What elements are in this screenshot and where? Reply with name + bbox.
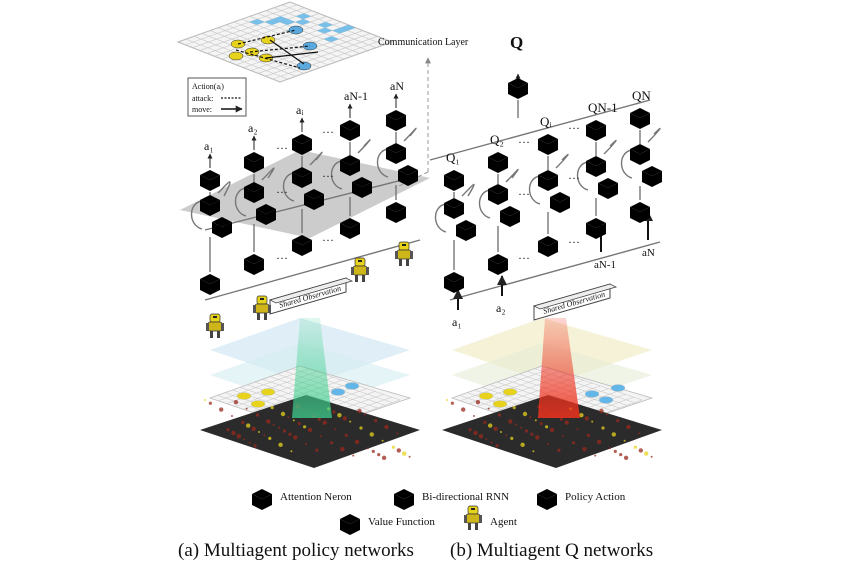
observation-layers-left <box>200 318 420 468</box>
caption-q-networks: (b) Multiagent Q networks <box>450 540 654 561</box>
policy-dots-1: ··· <box>276 251 288 265</box>
q-total-label: Q <box>510 33 523 52</box>
q-value-function-3 <box>538 134 558 155</box>
legend-policy-action-label: Policy Action <box>565 491 626 503</box>
policy-output-label-2: a₂ <box>248 121 258 135</box>
policy-dots-3: ··· <box>276 185 288 199</box>
policy-action-3 <box>292 134 312 155</box>
q-value-function-1 <box>444 170 464 191</box>
communication-layer-label: Communication Layer <box>378 37 469 48</box>
policy-action-4 <box>340 120 360 141</box>
q-dots-5: ··· <box>518 135 530 149</box>
legend-policy-action-icon <box>537 489 557 510</box>
q-input-label-1: a₁ <box>452 315 462 329</box>
legend-attention-label: Attention Neron <box>280 491 352 503</box>
q-birnn-back-3 <box>550 192 570 213</box>
action-legend-title: Action(aᵢ) <box>192 82 224 91</box>
policy-dots-4: ··· <box>322 169 334 183</box>
agent-n-1 <box>351 257 369 282</box>
action-legend-move: move: <box>192 105 212 114</box>
q-value-label-5: QN <box>632 88 651 103</box>
q-birnn-back-1 <box>456 220 476 241</box>
legend-attention-icon <box>252 489 272 510</box>
agents <box>206 241 413 338</box>
legend-value-function-icon <box>340 514 360 535</box>
legend-agent-sprite <box>464 505 482 530</box>
q-dots-3: ··· <box>518 187 530 201</box>
agent-2 <box>253 295 271 320</box>
legend-agent-label: Agent <box>490 516 517 528</box>
legend-birnn-icon <box>394 489 414 510</box>
legend-agent-icon <box>464 505 482 530</box>
q-birnn-front-5 <box>630 144 650 165</box>
communication-layer-link: Communication Layer <box>378 37 469 189</box>
q-birnn-front-4 <box>586 156 606 177</box>
q-value-label-3: Qᵢ <box>540 114 552 129</box>
q-network: Q₁ Q₂ Qᵢ QN-1 QN Qa₁ a₂ aN-1 aN ··· ··· ··· ··· ··· ··… <box>429 33 662 329</box>
q-value-function-5 <box>630 108 650 129</box>
observation-layers-right <box>442 318 662 468</box>
q-value-function-2 <box>488 152 508 173</box>
q-dots-6: ··· <box>568 121 580 135</box>
agent-n <box>395 241 413 266</box>
q-birnn-back-4 <box>598 178 618 199</box>
policy-dots-5: ··· <box>276 141 288 155</box>
q-value-function-4 <box>586 120 606 141</box>
policy-output-label-1: a₁ <box>204 139 214 153</box>
q-input-label-n-1: aN-1 <box>594 259 616 271</box>
policy-action-5 <box>386 110 406 131</box>
legend-value-function-label: Value Function <box>368 516 435 528</box>
q-attention-neuron-2 <box>488 254 508 275</box>
q-input-label-n: aN <box>642 247 655 259</box>
q-input-label-2: a₂ <box>496 301 506 315</box>
q-value-label-4: QN-1 <box>588 100 618 115</box>
action-legend-attack: attack: <box>192 94 213 103</box>
q-total-value-function <box>508 78 528 99</box>
policy-output-label-5: aN <box>390 79 404 93</box>
birnn-front-5 <box>386 143 406 164</box>
policy-action-1 <box>200 170 220 191</box>
action-legend-box: Action(aᵢ) attack: move: <box>187 77 247 117</box>
agent-1 <box>206 313 224 338</box>
q-birnn-front-3 <box>538 170 558 191</box>
attention-neuron-2 <box>244 254 264 275</box>
attention-neuron-3 <box>292 235 312 256</box>
q-value-label-2: Q₂ <box>490 132 504 147</box>
q-dots-4: ··· <box>568 171 580 185</box>
legend-birnn-label: Bi-directional RNN <box>422 491 509 503</box>
q-attention-neuron-1 <box>444 272 464 293</box>
q-birnn-front-2 <box>488 184 508 205</box>
policy-dots-6: ··· <box>322 125 334 139</box>
caption-policy-networks: (a) Multiagent policy networks <box>178 540 414 561</box>
attention-neuron-5 <box>386 202 406 223</box>
q-dots-2: ··· <box>568 235 580 249</box>
q-birnn-front-1 <box>444 198 464 219</box>
shared-observation-box-right: Shared Observation <box>532 283 618 321</box>
attention-neuron-1 <box>200 274 220 295</box>
communication-map <box>176 1 394 83</box>
q-value-label-1: Q₁ <box>446 150 460 165</box>
q-attention-neuron-3 <box>538 236 558 257</box>
q-attention-neuron-4 <box>586 218 606 239</box>
shared-observation-box-left: Shared Observation <box>268 277 354 315</box>
q-birnn-back-2 <box>500 206 520 227</box>
policy-output-label-3: aᵢ <box>296 103 303 117</box>
legend: Attention Neron Bi-directional RNN Polic… <box>252 489 626 535</box>
q-birnn-back-5 <box>642 166 662 187</box>
policy-dots-2: ··· <box>322 233 334 247</box>
policy-output-label-4: aN-1 <box>344 89 368 103</box>
q-dots-1: ··· <box>518 251 530 265</box>
